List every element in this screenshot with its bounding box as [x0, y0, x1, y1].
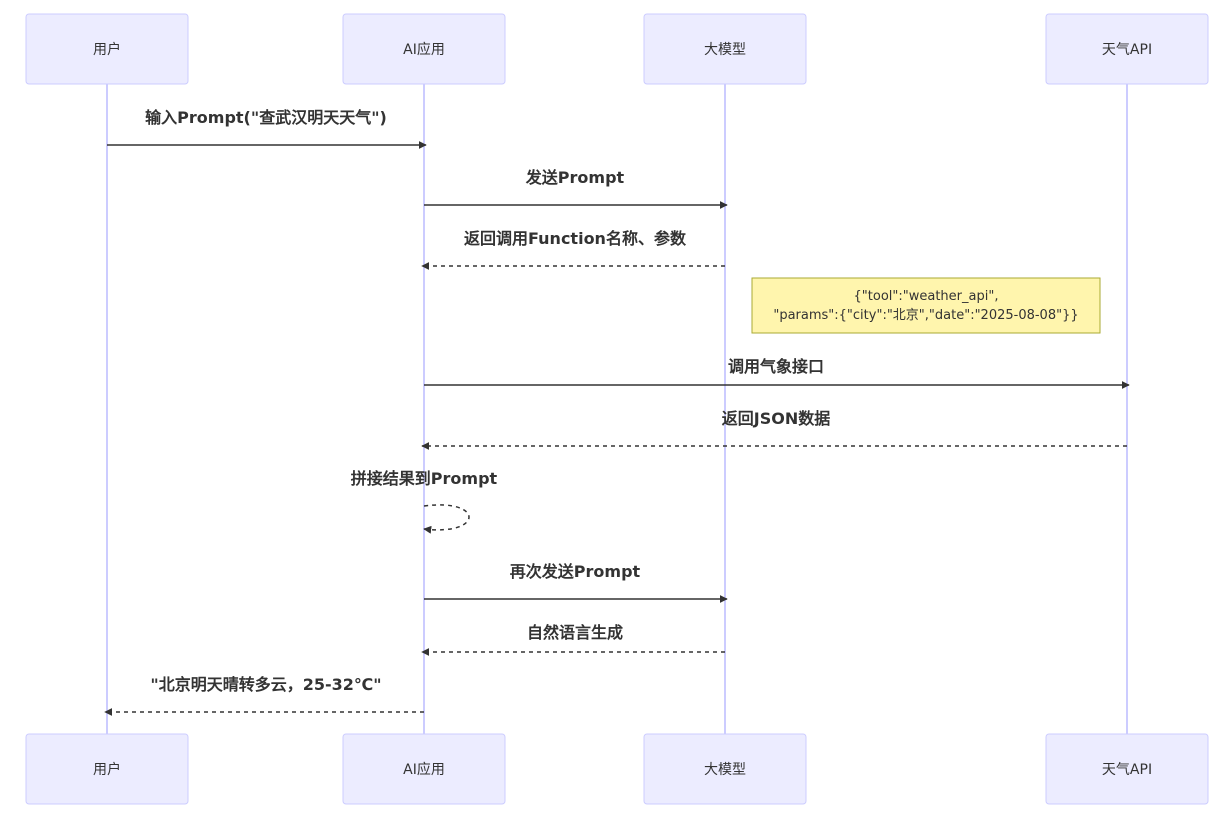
actors-bottom: 用户 AI应用 大模型 天气API [25, 733, 1209, 805]
note-line-2: "params":{"city":"北京","date":"2025-08-08… [773, 308, 1078, 323]
message-5-label: 返回JSON数据 [722, 409, 830, 428]
actor-llm-label-bottom: 大模型 [704, 762, 746, 778]
actor-llm-bottom: 大模型 [643, 733, 807, 805]
message-8-label: 自然语言生成 [527, 623, 623, 642]
message-9: "北京明天晴转多云，25-32℃" [104, 675, 424, 716]
actor-app-top: AI应用 [342, 13, 506, 85]
message-5: 返回JSON数据 [421, 409, 1127, 450]
note-line-1: {"tool":"weather_api", [854, 289, 999, 304]
actor-user-bottom: 用户 [25, 733, 189, 805]
actor-app-label: AI应用 [403, 41, 445, 58]
actor-user-label: 用户 [93, 41, 121, 58]
actor-weather-top: 天气API [1045, 13, 1209, 85]
messages: 输入Prompt("查武汉明天天气") 发送Prompt 返回调用Functio… [104, 108, 1130, 716]
message-7: 再次发送Prompt [424, 562, 728, 603]
message-4: 调用气象接口 [424, 357, 1130, 389]
message-3: 返回调用Function名称、参数 [421, 229, 725, 270]
message-3-label: 返回调用Function名称、参数 [464, 229, 687, 248]
message-9-label: "北京明天晴转多云，25-32℃" [150, 675, 381, 694]
actor-llm-label: 大模型 [704, 42, 746, 58]
actor-weather-label: 天气API [1102, 42, 1152, 58]
message-6-label: 拼接结果到Prompt [351, 469, 498, 488]
actor-weather-bottom: 天气API [1045, 733, 1209, 805]
actor-app-label-bottom: AI应用 [403, 761, 445, 778]
message-4-label: 调用气象接口 [728, 357, 824, 376]
actor-user-top: 用户 [25, 13, 189, 85]
message-1: 输入Prompt("查武汉明天天气") [107, 108, 427, 149]
message-6-self-arrow [423, 504, 470, 534]
actor-weather-label-bottom: 天气API [1102, 762, 1152, 778]
message-2: 发送Prompt [424, 168, 728, 209]
message-2-label: 发送Prompt [525, 168, 625, 187]
actor-llm-top: 大模型 [643, 13, 807, 85]
lifelines [106, 84, 1128, 734]
message-7-label: 再次发送Prompt [510, 562, 641, 581]
message-1-label: 输入Prompt("查武汉明天天气") [145, 108, 387, 127]
message-8: 自然语言生成 [421, 623, 725, 656]
actor-app-bottom: AI应用 [342, 733, 506, 805]
actors-top: 用户 AI应用 大模型 天气API [25, 13, 1209, 85]
actor-user-label-bottom: 用户 [93, 761, 121, 778]
note: {"tool":"weather_api", "params":{"city":… [751, 277, 1101, 334]
message-6-self: 拼接结果到Prompt [351, 469, 498, 534]
